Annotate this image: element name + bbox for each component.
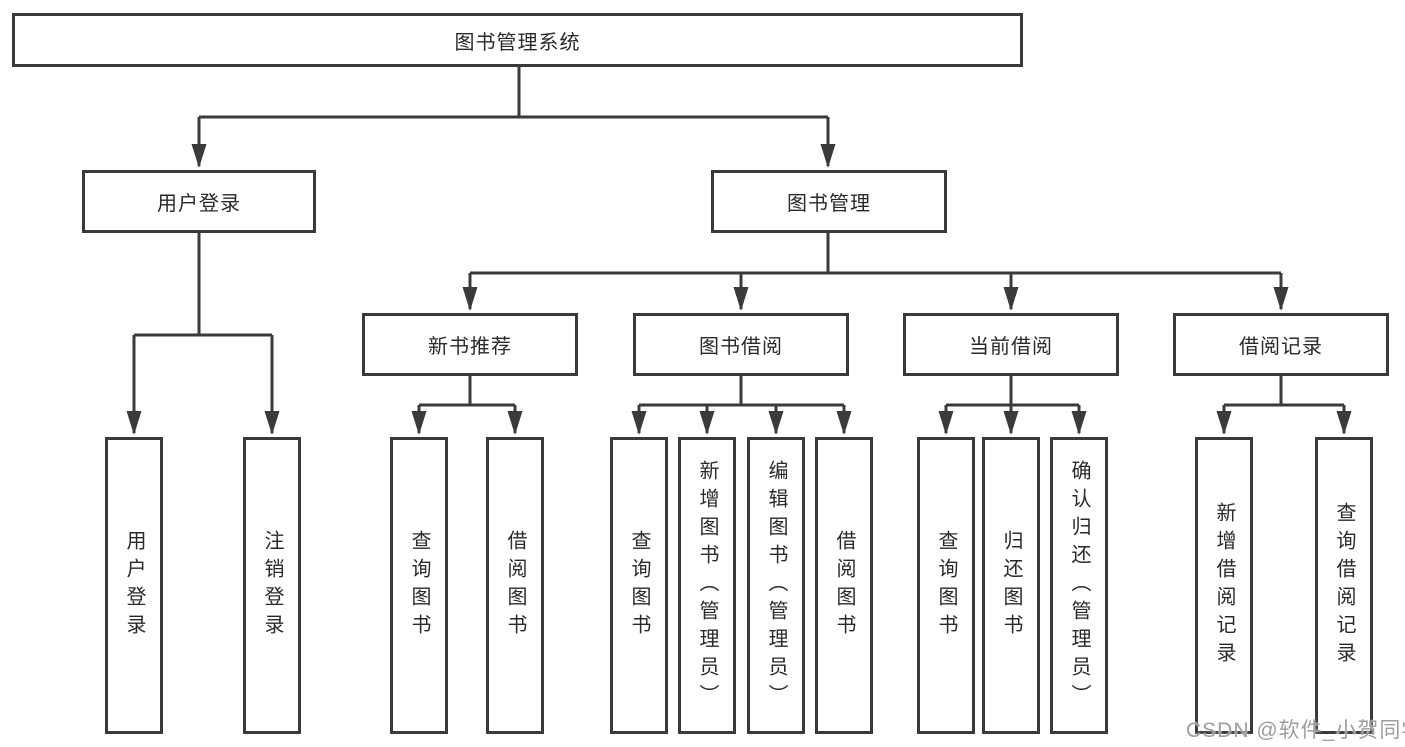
leaf-confirm-return-admin: 确认归还（管理员） [1050,437,1108,734]
connector-current-drop [946,375,1079,407]
node-book-borrow: 图书借阅 [633,313,849,376]
node-label: 注销登录 [261,529,283,642]
node-current-borrow: 当前借阅 [903,313,1119,376]
node-label: 用户登录 [157,193,241,215]
leaf-borrow-books-recommend: 借阅图书 [486,437,544,734]
leaf-query-books-borrow: 查询图书 [610,437,668,734]
node-label: 借阅图书 [504,529,526,642]
leaf-add-book-admin: 新增图书（管理员） [678,437,736,734]
node-label: 图书借阅 [699,336,783,358]
node-label: 借阅图书 [833,529,855,642]
leaf-user-login: 用户登录 [105,437,163,734]
node-label: 图书管理 [787,193,871,215]
connector-records-drop [1224,375,1344,407]
node-label: 新增借阅记录 [1213,501,1235,670]
connector-user-login-drop [134,233,272,337]
node-label: 图书管理系统 [454,31,581,54]
leaf-logout: 注销登录 [243,437,301,734]
leaf-borrow-books-borrow: 借阅图书 [815,437,873,734]
node-label: 查询图书 [935,529,957,642]
node-label: 编辑图书（管理员） [765,459,787,712]
node-user-login: 用户登录 [82,170,316,233]
node-label: 新书推荐 [428,336,512,358]
leaf-query-books-recommend: 查询图书 [390,437,448,734]
node-label: 查询图书 [628,529,650,642]
node-borrow-records: 借阅记录 [1173,313,1389,376]
node-label: 确认归还（管理员） [1068,459,1090,712]
leaf-query-books-current: 查询图书 [917,437,975,734]
node-book-management: 图书管理 [711,170,947,233]
leaf-return-book: 归还图书 [982,437,1040,734]
watermark: CSDN @软件_小贺同学 [1186,719,1405,742]
node-label: 归还图书 [1000,529,1022,642]
node-label: 借阅记录 [1239,336,1323,358]
connector-recommend-drop [419,375,515,407]
node-label: 当前借阅 [969,336,1053,358]
node-label: 用户登录 [123,529,145,642]
leaf-query-borrow-record: 查询借阅记录 [1315,437,1373,734]
leaf-edit-book-admin: 编辑图书（管理员） [747,437,805,734]
connector-root-drop [199,67,828,119]
node-label: 新增图书（管理员） [696,459,718,712]
connector-book-mgmt-drop [470,233,1281,275]
node-label: 查询图书 [408,529,430,642]
node-root: 图书管理系统 [12,13,1023,67]
connector-borrow-drop [639,375,844,407]
node-label: 查询借阅记录 [1333,501,1355,670]
node-new-book-recommend: 新书推荐 [362,313,578,376]
leaf-add-borrow-record: 新增借阅记录 [1195,437,1253,734]
